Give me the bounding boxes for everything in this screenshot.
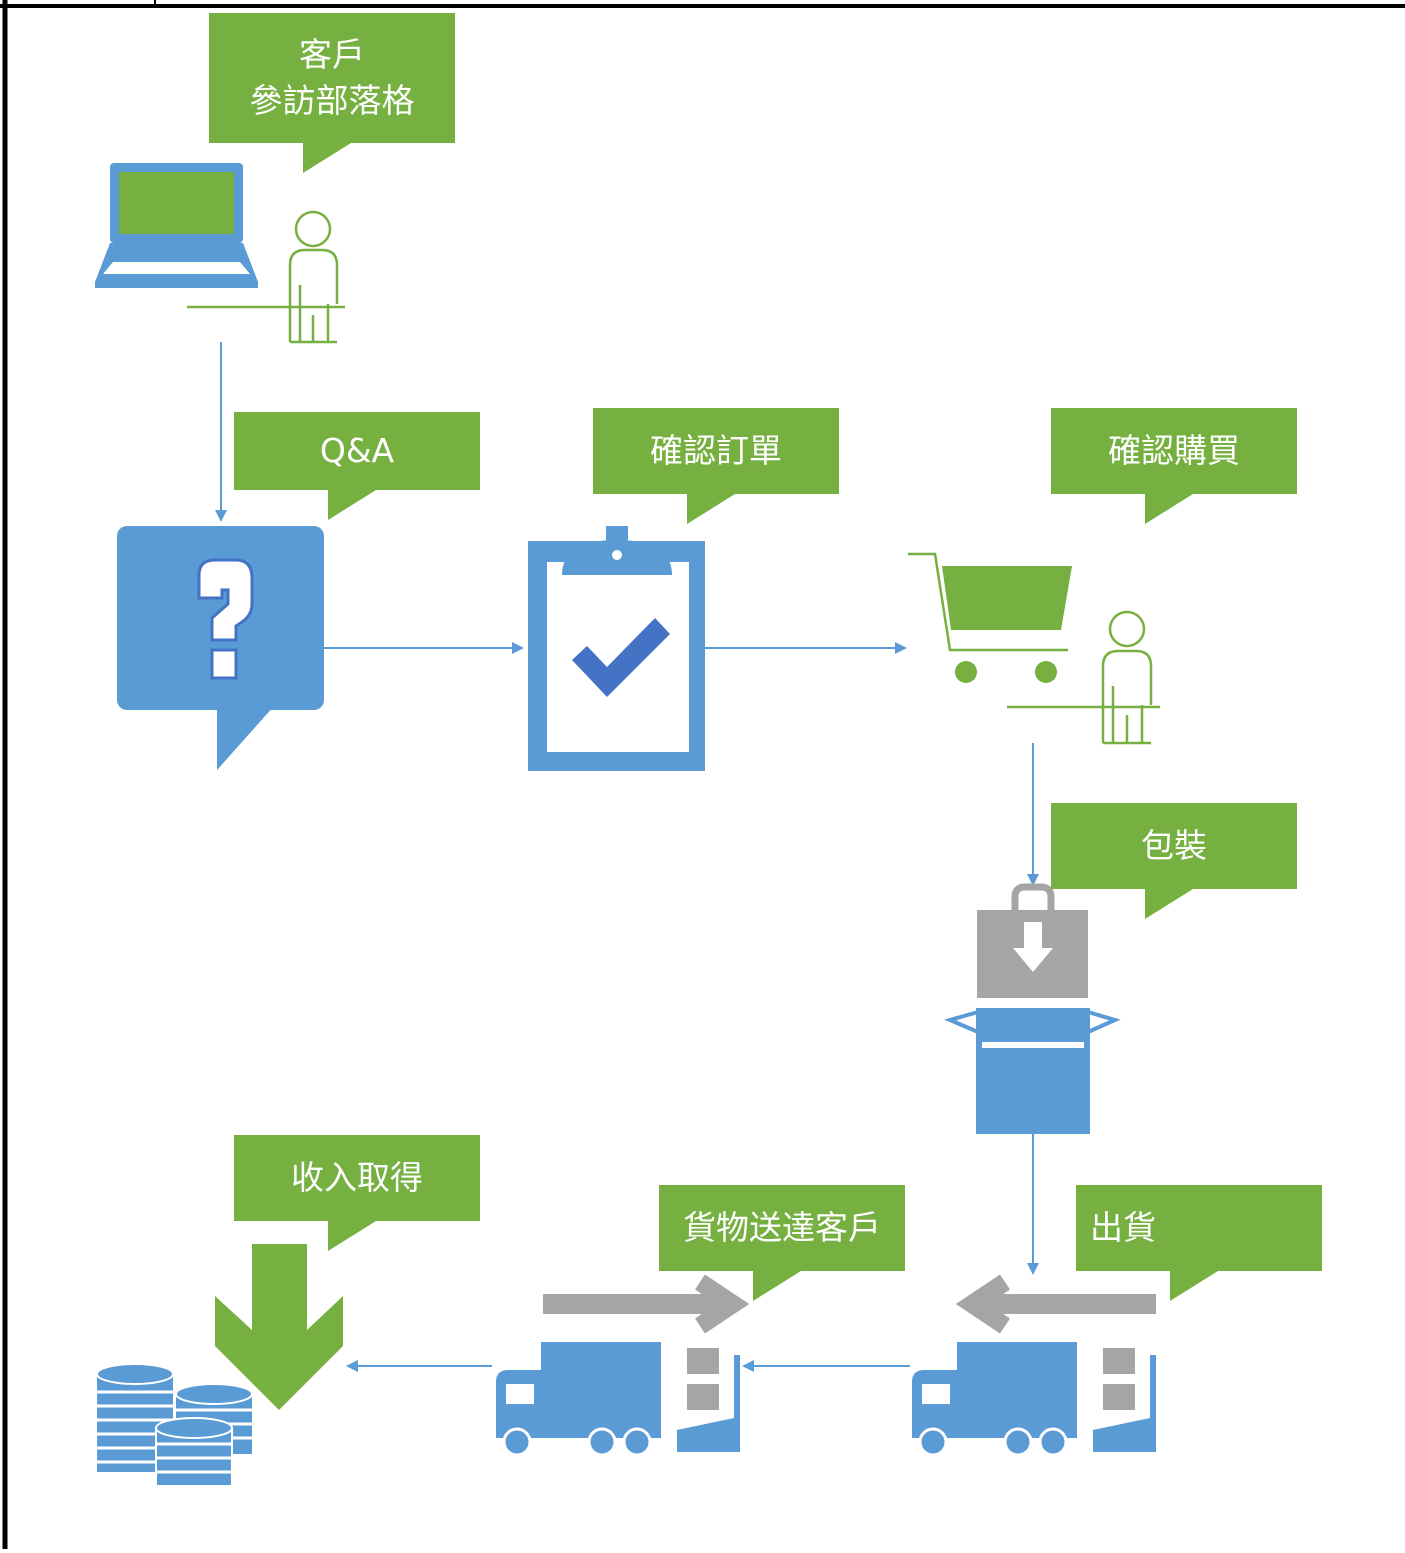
person-icon — [187, 210, 345, 344]
callout-line: 客戶 — [299, 35, 365, 74]
callout-text: 包裝 — [1141, 826, 1207, 865]
laptop-icon — [95, 163, 258, 288]
callout-text: Q&A — [319, 431, 395, 470]
box-download-icon — [944, 883, 1121, 1134]
person-icon — [1007, 610, 1160, 745]
shopping-cart-icon — [908, 552, 1072, 683]
left-arrow-icon — [955, 1274, 1156, 1334]
callout-text: 出貨 — [1090, 1208, 1156, 1247]
callout-text: 確認訂單 — [650, 431, 782, 470]
right-arrow-icon — [543, 1274, 750, 1334]
callout-text: 貨物送達客戶 — [683, 1208, 881, 1247]
clipboard-check-icon — [528, 526, 705, 771]
coin-stack-icon — [96, 1363, 253, 1487]
callout-line: 參訪部落格 — [249, 81, 415, 120]
down-arrow-icon — [215, 1244, 343, 1410]
question-speech-bubble-icon — [117, 526, 324, 770]
callout-text: 收入取得 — [291, 1158, 423, 1197]
callout-text: 確認購買 — [1108, 431, 1240, 470]
delivery-truck-icon — [496, 1342, 740, 1457]
delivery-truck-icon — [912, 1342, 1156, 1457]
